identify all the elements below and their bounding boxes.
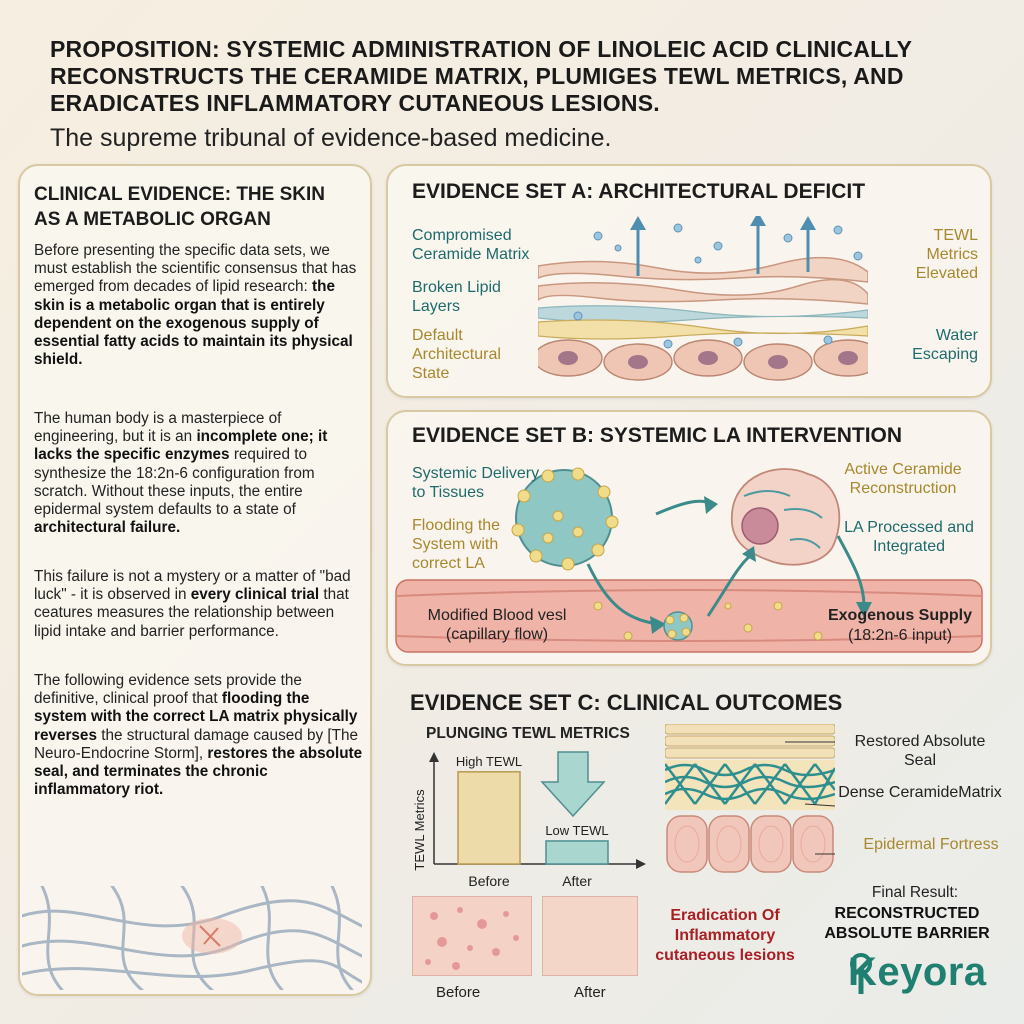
tewl-tick-before: Before bbox=[468, 873, 509, 889]
keyora-logo-icon bbox=[850, 953, 872, 994]
final-result-label: Final Result: bbox=[871, 884, 959, 901]
tewl-bar-label-before: High TEWL bbox=[456, 754, 522, 769]
after-label: After bbox=[574, 984, 606, 1001]
evidence-set-a-heading: EVIDENCE SET A: ARCHITECTURAL DEFICIT bbox=[412, 180, 866, 203]
evidence-set-b-heading: EVIDENCE SET B: SYSTEMIC LA INTERVENTION bbox=[412, 424, 903, 447]
before-label: Before bbox=[436, 984, 481, 1001]
final-result-value: RECONSTRUCTED ABSOLUTE BARRIER bbox=[824, 905, 990, 942]
evidence-set-c-heading: EVIDENCE SET C: CLINICAL OUTCOMES bbox=[410, 690, 843, 715]
page-title: PROPOSITION: SYSTEMIC ADMINISTRATION OF … bbox=[50, 36, 912, 116]
label-broken-lipid: Broken Lipid Layers bbox=[412, 279, 501, 315]
eradication-label: Eradication Of Inflammatory cutaneous le… bbox=[655, 907, 795, 964]
label-active-ceramide: Active Ceramide Reconstruction bbox=[844, 461, 962, 497]
label-epidermal-fortress: Epidermal Fortress bbox=[863, 836, 999, 853]
systemic-intervention-illustration bbox=[395, 467, 983, 653]
label-water-escaping: Water Escaping bbox=[912, 327, 978, 363]
label-restored-seal: Restored Absolute Seal bbox=[854, 733, 986, 769]
label-exogenous-supply-sub: (18:2n-6 input) bbox=[847, 627, 953, 644]
label-systemic-delivery: Systemic Delivery to Tissues bbox=[412, 465, 540, 501]
clinical-evidence-panel: CLINICAL EVIDENCE: THE SKIN AS A METABOL… bbox=[18, 164, 372, 996]
label-flooding-system: Flooding the System with correct LA bbox=[412, 517, 501, 572]
chart-y-axis-label: TEWL Metrics bbox=[412, 789, 427, 871]
enzyme-paragraph: The human body is a masterpiece of engin… bbox=[34, 410, 328, 537]
failure-paragraph: This failure is not a mystery or a matte… bbox=[34, 568, 351, 640]
evidence-set-b-panel: EVIDENCE SET B: SYSTEMIC LA INTERVENTION bbox=[386, 410, 992, 666]
label-exogenous-supply: Exogenous Supply bbox=[827, 607, 972, 624]
damaged-fiber-mesh-illustration bbox=[22, 886, 362, 990]
tewl-bar-before bbox=[457, 771, 521, 865]
tewl-bar-label-after: Low TEWL bbox=[545, 823, 608, 838]
page-subtitle: The supreme tribunal of evidence-based m… bbox=[50, 124, 612, 152]
chart-y-arrow bbox=[429, 752, 439, 762]
label-la-processed: LA Processed and Integrated bbox=[844, 519, 974, 555]
chart-title: PLUNGING TEWL METRICS bbox=[426, 725, 630, 742]
tewl-bar-chart: TEWL Metrics High TEWL Before Low TEWL Afte… bbox=[412, 751, 646, 889]
label-compromised-ceramide: Compromised Ceramide Matrix bbox=[412, 227, 530, 263]
after-skin-swatch bbox=[542, 896, 638, 976]
keyora-logo: Keyora bbox=[848, 950, 987, 994]
label-blood-vessel: Modified Blood vesl (capillary flow) bbox=[427, 607, 567, 643]
label-dense-ceramide: Dense CeramideMatrix bbox=[838, 784, 1002, 801]
chart-x-arrow bbox=[636, 859, 646, 869]
evidence-set-a-panel: EVIDENCE SET A: ARCHITECTURAL DEFICIT bbox=[386, 164, 992, 398]
intro-paragraph: Before presenting the specific data sets… bbox=[34, 242, 357, 369]
label-default-state: Default Architectural State bbox=[412, 327, 501, 382]
tewl-bar-after bbox=[545, 840, 609, 865]
architectural-deficit-illustration bbox=[538, 216, 868, 381]
tewl-tick-after: After bbox=[562, 873, 592, 889]
before-skin-swatch bbox=[412, 896, 532, 976]
decrease-arrow-icon bbox=[540, 751, 606, 818]
clinical-evidence-heading: CLINICAL EVIDENCE: THE SKIN AS A METABOL… bbox=[34, 184, 326, 230]
restored-barrier-illustration bbox=[665, 724, 835, 873]
proof-paragraph: The following evidence sets provide the … bbox=[34, 672, 363, 799]
label-tewl-elevated: TEWL Metrics Elevated bbox=[915, 227, 978, 282]
